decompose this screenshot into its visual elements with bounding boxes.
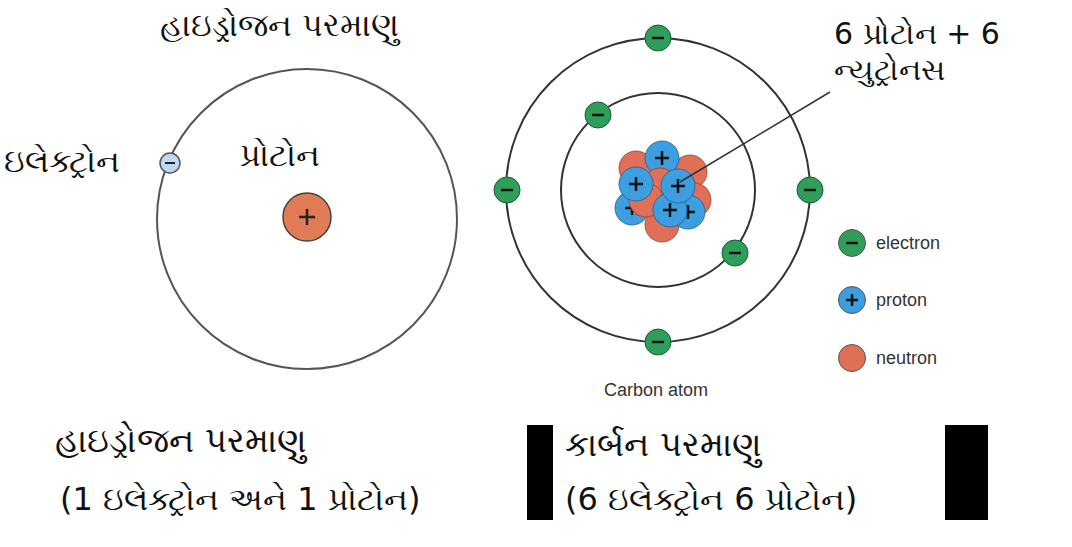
black-bar <box>945 425 988 520</box>
part-label: પ્રોટોન <box>240 136 320 174</box>
leader-line <box>680 92 830 182</box>
legend-swatch <box>838 286 866 314</box>
atom-name: કાર્બન પરમાણુ <box>565 424 762 465</box>
carbon-inner-orbit <box>561 93 755 287</box>
hydrogen-proton <box>283 193 331 241</box>
legend-entry: electron <box>838 229 940 257</box>
legend-entry: neutron <box>838 344 937 372</box>
carbon-outer-orbit <box>506 38 810 342</box>
caption-label: Carbon atom <box>604 380 708 402</box>
hydrogen-electron <box>160 153 180 173</box>
atom-name: હાઇડ્રોજન પરમાણુ <box>55 420 307 461</box>
atom-description: (6 ઇલેક્ટ્રોન 6 પ્રોટોન) <box>565 480 857 518</box>
atom-description: (1 ઇલેક્ટ્રોન અને 1 પ્રોટોન) <box>60 480 420 518</box>
carbon-nucleus <box>615 141 711 242</box>
legend-swatch <box>838 229 866 257</box>
legend-sign <box>839 230 865 256</box>
legend-label: proton <box>876 290 927 311</box>
legend-label: neutron <box>876 348 937 369</box>
legend-sign <box>839 345 865 371</box>
legend-sign <box>839 287 865 313</box>
legend-swatch <box>838 344 866 372</box>
legend-label: electron <box>876 233 940 254</box>
part-label: ઇલેક્ટ્રોન <box>4 142 120 180</box>
black-bar <box>527 425 553 520</box>
atom-title: હાઇડ્રોજન પરમાણુ <box>160 6 399 44</box>
legend-entry: proton <box>838 286 927 314</box>
carbon-electrons <box>494 25 823 355</box>
hydrogen-orbit <box>157 69 457 369</box>
callout-label: 6 પ્રોટોન + 6 ન્યુટ્રોનસ <box>834 16 1066 88</box>
